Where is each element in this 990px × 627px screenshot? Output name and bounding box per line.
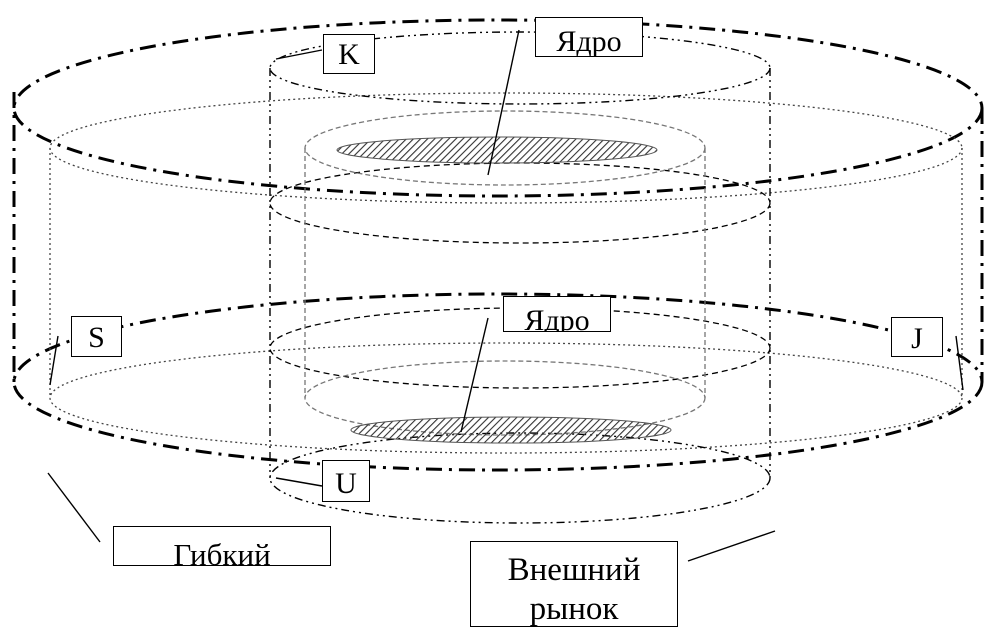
label-flexible: Гибкий [113,526,331,566]
outer-disk [12,18,984,472]
label-s: S [71,316,122,357]
middle-disk [269,162,771,389]
leader-k [275,49,323,60]
label-u: U [322,460,370,502]
core-hatched-bottom [350,416,672,444]
leader-s [49,335,59,386]
leader-core-top [487,29,520,176]
label-k: K [323,34,375,74]
label-u-text: U [335,467,357,500]
flexible-bottom-ellipse [49,342,963,454]
label-k-text: K [338,38,360,71]
outer-disk-top-ellipse [12,18,984,198]
label-s-text: S [88,321,105,354]
leader-flexible [47,472,101,543]
leader-j [955,335,964,391]
label-core-top-text: Ядро [556,25,622,57]
leader-lines [47,29,964,562]
label-core-bottom: Ядро [503,296,611,332]
label-external-line2: рынок [529,591,619,627]
leader-u [275,477,323,487]
core-cylinder [304,110,706,436]
leader-external [687,530,776,562]
flexible-cylinder [49,92,963,454]
label-core-top: Ядро [535,17,643,57]
label-external-line1: Внешний [507,552,641,588]
label-core-bottom-text: Ядро [524,304,590,332]
label-flexible-text: Гибкий [173,537,271,566]
label-j-text: J [911,322,923,355]
label-j: J [891,317,943,357]
outer-disk-bottom-ellipse [12,292,984,472]
middle-disk-top-ellipse [269,162,771,244]
leader-core-bottom [460,317,489,433]
core-hatched-top [336,136,658,164]
middle-disk-bottom-ellipse [269,307,771,389]
label-external-market: Внешний рынок [470,541,678,627]
